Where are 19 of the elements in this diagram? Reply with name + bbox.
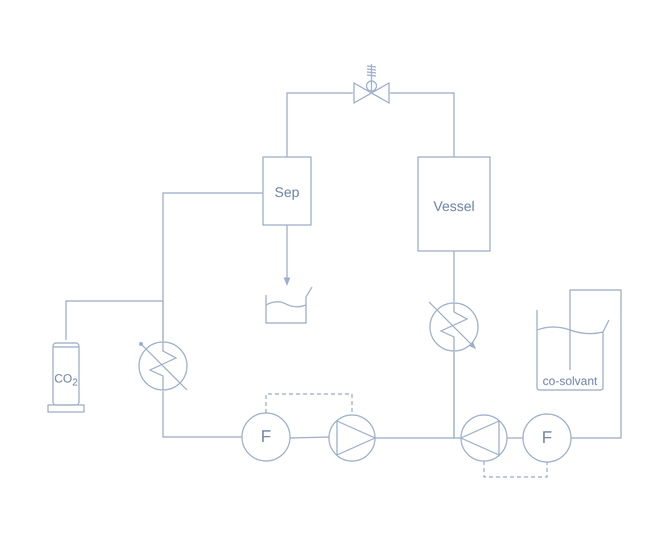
- pipe-line: [453, 352, 461, 439]
- vessel-label: Vessel: [433, 198, 475, 214]
- pipe-line: [286, 92, 353, 157]
- beaker-label: co-solvant: [542, 374, 598, 388]
- pipe-line: [162, 192, 263, 341]
- arrow: [284, 225, 290, 286]
- pipe-line: [162, 391, 242, 438]
- flow-meter-label: F: [542, 428, 552, 448]
- separator-label: Sep: [274, 184, 300, 200]
- pipe-line: [507, 437, 523, 439]
- pipe-line: [65, 300, 164, 341]
- pipe-line: [569, 289, 622, 439]
- cylinder-label: CO$_{2}$: [54, 371, 78, 389]
- pipe-line: [290, 436, 330, 439]
- flow-meter-label: F: [260, 427, 272, 447]
- pipe-line: [390, 92, 455, 157]
- pipe-line: [453, 251, 455, 302]
- signal-line: [265, 393, 353, 415]
- signal-line: [483, 461, 548, 478]
